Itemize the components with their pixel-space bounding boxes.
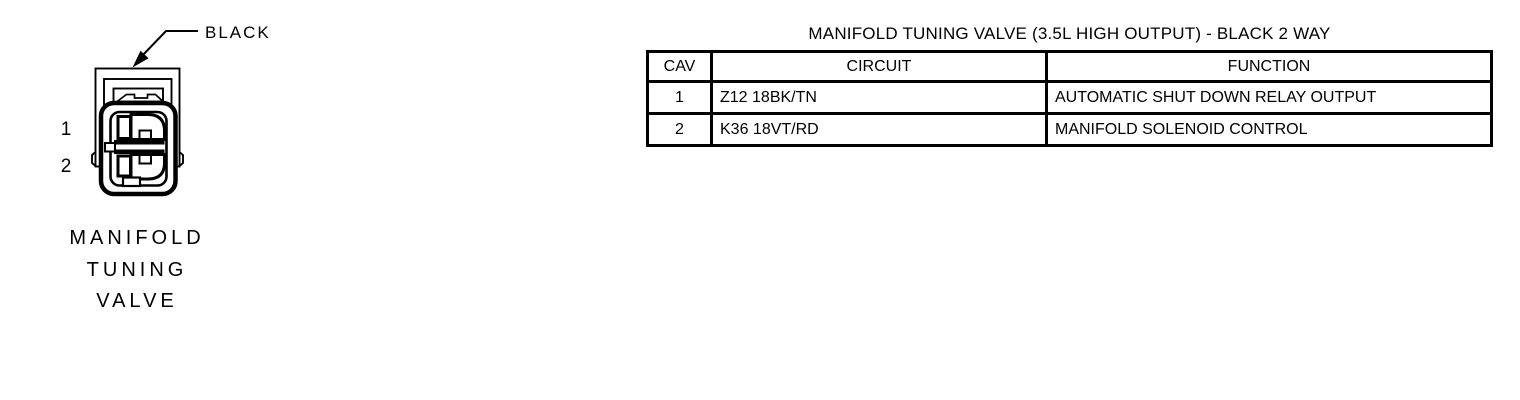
table-header-row: CAV CIRCUIT FUNCTION xyxy=(646,50,1493,83)
connector-terminals xyxy=(104,113,166,188)
header-function: FUNCTION xyxy=(1045,50,1493,83)
pinout-table: CAV CIRCUIT FUNCTION 1 Z12 18BK/TN AUTOM… xyxy=(646,50,1493,147)
caption-line-3: VALVE xyxy=(96,290,178,312)
table-row: 2 K36 18VT/RD MANIFOLD SOLENOID CONTROL xyxy=(646,112,1493,147)
caption-line-1: MANIFOLD xyxy=(69,227,205,249)
connector-drawing xyxy=(91,30,198,197)
connector-figure: BLACK 1 2 MANIFOLD TUNING VALVE xyxy=(0,0,320,340)
header-cav: CAV xyxy=(646,50,713,83)
pin-label-2: 2 xyxy=(60,156,72,177)
table-title: MANIFOLD TUNING VALVE (3.5L HIGH OUTPUT)… xyxy=(808,24,1331,43)
callout-arrow xyxy=(132,30,198,68)
header-circuit: CIRCUIT xyxy=(710,50,1048,83)
table-row: 1 Z12 18BK/TN AUTOMATIC SHUT DOWN RELAY … xyxy=(646,80,1493,115)
cell-circuit-2: K36 18VT/RD xyxy=(710,112,1048,147)
connector-caption: MANIFOLD TUNING VALVE xyxy=(26,223,248,318)
cell-circuit-1: Z12 18BK/TN xyxy=(710,80,1048,115)
cell-function-2: MANIFOLD SOLENOID CONTROL xyxy=(1045,112,1493,147)
cell-cav-1: 1 xyxy=(646,80,713,115)
cell-function-1: AUTOMATIC SHUT DOWN RELAY OUTPUT xyxy=(1045,80,1493,115)
connector-color-label: BLACK xyxy=(205,23,271,42)
caption-line-2: TUNING xyxy=(86,258,188,281)
pin-label-1: 1 xyxy=(60,119,72,140)
cell-cav-2: 2 xyxy=(646,112,713,147)
